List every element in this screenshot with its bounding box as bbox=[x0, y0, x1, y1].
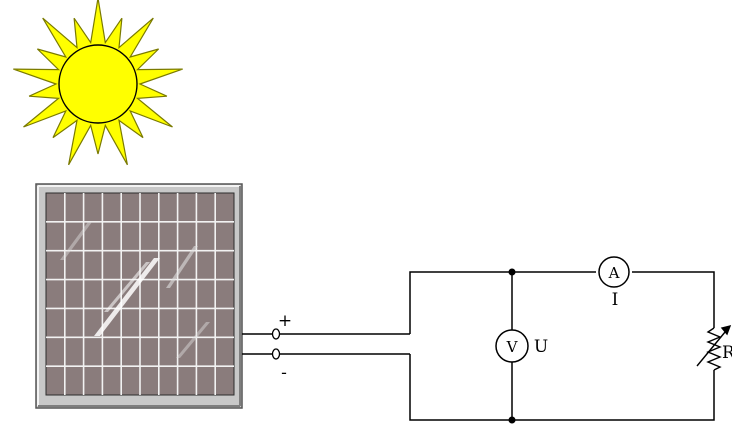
variable-resistor bbox=[696, 324, 732, 371]
circuit-wires bbox=[409, 271, 715, 421]
resistor-quantity-label: R bbox=[722, 343, 732, 363]
terminal-minus bbox=[242, 348, 410, 360]
sun-icon bbox=[13, 0, 183, 166]
voltmeter-symbol: V bbox=[506, 338, 519, 356]
terminal-plus bbox=[242, 328, 410, 340]
terminal-minus-label: - bbox=[281, 363, 287, 383]
ammeter: A bbox=[598, 256, 630, 288]
panel-reflection bbox=[60, 222, 210, 358]
solar-panel bbox=[35, 183, 243, 409]
voltmeter: V bbox=[495, 329, 529, 363]
junction-bottom bbox=[508, 416, 516, 424]
ammeter-symbol: A bbox=[608, 264, 620, 282]
junction-top bbox=[508, 268, 516, 276]
voltmeter-quantity-label: U bbox=[534, 337, 548, 357]
ammeter-quantity-label: I bbox=[612, 290, 619, 310]
terminal-plus-label: + bbox=[278, 311, 292, 331]
